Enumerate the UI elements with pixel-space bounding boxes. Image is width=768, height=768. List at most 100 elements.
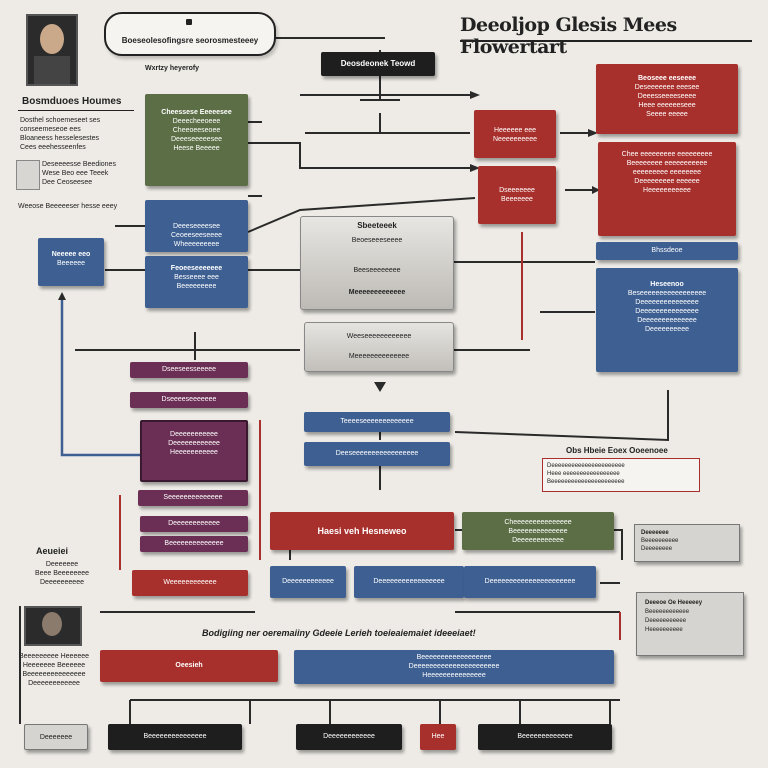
bottom-red-box[interactable]: Oeesieh (100, 650, 278, 682)
server-row: Beoeseeeseeee (351, 237, 403, 244)
top-pill-sub: Wxrtzy heyerofy (145, 65, 200, 72)
bottom-blue-box[interactable]: Beeeeeeeeeeeeeeeeee Deeeeeeeeeeeeeeeeeee… (294, 650, 614, 684)
right-card-line: Deeeeeeeeeee (645, 618, 687, 624)
pill-icon (186, 19, 192, 25)
green-box-line: Heese Beeeee (173, 145, 220, 152)
right-card-a[interactable]: Deeeeeee Beeeeeeeeee Deeeeeeee (634, 524, 740, 562)
red-big-line: Heee eeeeeeseee (638, 102, 696, 109)
red-big-line: Deeeeeeeee eeeeee (634, 178, 700, 185)
server-row: Meeeeeeeeeeeee (348, 289, 406, 296)
green-wide-line: Deeeeeeeeeeee (512, 537, 564, 544)
row-blue-box-1[interactable]: Deeeeeeeeeeee (270, 566, 346, 598)
top-dark-label[interactable]: Deosdeonek Teowd (321, 52, 435, 76)
left-bottom-line: Beee Beeeeeeee (34, 570, 90, 577)
footer-box-4[interactable]: Hee (420, 724, 456, 750)
left-mini-line: Deseeeesse Beediones (42, 161, 116, 168)
right-card-line: Deeeeeee (641, 530, 669, 536)
blue-big-box[interactable]: Heseenoo Beseeeeeeeeeeeeeeeee Deeeeeeeee… (596, 268, 738, 372)
blue-pair-1[interactable]: Teeeeseeeeeeeeeeeee (304, 412, 450, 432)
blue-process-box-b[interactable]: Feoeeseeeeeee Besseeee eee Beeeeeeeee (145, 256, 248, 308)
left-note-line: Dosthel schoemeseet ses (20, 117, 101, 124)
red-big-line: Heeeeeeeeeee (643, 187, 691, 194)
green-wide-box[interactable]: Cheeeeeeeeeeeeeee Beeeeeeeeeeeeee Deeeee… (462, 512, 614, 550)
page-title: Deeoljop Glesis Mees Flowertart (460, 14, 677, 58)
server2-row: Weeseeeeeeeeeeee (346, 333, 412, 340)
blue-box-line: Deeeseeeesee (172, 223, 221, 230)
green-process-box[interactable]: Cheessese Eeeeesee Deeecheeoeee Cheeoees… (145, 94, 248, 186)
server-unit-2[interactable]: Weeseeeeeeeeeeee Meeeeeeeeeeeeee (304, 322, 454, 372)
right-note-line: Heee eeeeeeeeeeeeeeeee (547, 471, 620, 477)
left-bottom-line: Deeeeeee (45, 561, 79, 568)
left-note-line: Cees eeehesseenfes (20, 144, 86, 151)
left-heading-underline (18, 110, 134, 111)
blue-big-line: Deeeeeeeeeeeeeee (635, 299, 699, 306)
red-box-top[interactable]: Heeeeee eee Neeeeeeeeee (474, 110, 556, 158)
purple-box-line: Deeeeeeeeeeee (168, 440, 220, 447)
server2-row: Meeeeeeeeeeeeee (348, 353, 410, 360)
server-label: Sbeeteeek (357, 221, 397, 230)
red-big-line: Beeeeeeee eeeeeeeeeee (626, 160, 708, 167)
right-card-b[interactable]: Deeeoe Oe Heeeeey Beeeeeeeeeeee Deeeeeee… (636, 592, 744, 656)
red-big-line: Deseeeeeee eeesee (634, 84, 700, 91)
blue-banner[interactable]: Bhssdeoe (596, 242, 738, 260)
top-pill[interactable]: Boeseolesofingsre seorosmesteeey (104, 12, 276, 56)
purple-bar-1[interactable]: Dseeseesseeeee (130, 362, 248, 378)
server-unit[interactable]: Sbeeteeek Beoeseeeseeee Beeseeeeeeee Mee… (300, 216, 454, 310)
blue-pair-2[interactable]: Deeseeeeeeeeeeeeeeeee (304, 442, 450, 466)
blue-small-box[interactable]: Neeeee eeo Beeeeee (38, 238, 104, 286)
blue-big-line: Deeeeeeeeeeeeeee (635, 308, 699, 315)
red-big-line: Chee eeeeeeeee eeeeeeeee (621, 151, 713, 158)
red-big-line: Deeesseeeeseeee (637, 93, 697, 100)
right-note-title: Obs Hbeie Eoex Ooeenoee (566, 446, 668, 455)
green-box-line: Cheessese Eeeeesee (161, 109, 232, 116)
left-notes: Dosthel schoemeseet ses conseemeseoe ees… (20, 116, 140, 152)
purple-box[interactable]: Deeeeeeeeeee Deeeeeeeeeeee Heeeeeeeeeee (140, 420, 248, 482)
left-mini-line: Wese Beo eee Teeek (42, 170, 109, 177)
red-box-line: Heeeeee eee (493, 127, 537, 134)
bottom-blue-line: Beeeeeeeeeeeeeeeeee (416, 654, 492, 661)
red-big-line: eeeeeeeee eeeeeeee (632, 169, 702, 176)
blue-process-box-a[interactable]: Deeeseeeesee Ceoeeseeseeee Wheeeeeeeee (145, 200, 248, 252)
blue-small-line: Beeeeee (56, 260, 86, 267)
right-card-line: Beeeeeeeeeeee (645, 609, 690, 615)
footer-box-3[interactable]: Deeeeeeeeeeee (296, 724, 402, 750)
green-box-line: Deeeseeeeesee (171, 136, 222, 143)
purple-bar-4[interactable]: Deeeeeeeeeeee (140, 516, 248, 532)
purple-bar-3[interactable]: Seeeeeeeeeeeeee (138, 490, 248, 506)
red-box-line: Dseeeeeee (499, 187, 535, 194)
bottom-subtitle: Bodigiing ner oeremaiiny Gdeeie Lerieh t… (202, 628, 476, 638)
pill-label: Boeseolesofingsre seorosmesteeey (121, 36, 259, 45)
purple-bar-2[interactable]: Dseeeeseeeeeee (130, 392, 248, 408)
right-note-box[interactable]: Deeeeeeeeeeeeeeeeeeeeee Heee eeeeeeeeeee… (542, 458, 700, 492)
red-big-line: Seeee eeeee (646, 111, 688, 118)
right-card-line: Deeeeeeee (641, 546, 673, 552)
purple-bar-5[interactable]: Beeeeeeeeeeeeee (140, 536, 248, 552)
portrait-photo (26, 14, 78, 86)
red-big-box-top[interactable]: Beoseee eeseeee Deseeeeeee eeesee Deeess… (596, 64, 738, 134)
title-underline (460, 40, 752, 42)
red-big-line: Beoseee eeseeee (638, 75, 696, 82)
red-big-box-mid[interactable]: Chee eeeeeeeee eeeeeeeee Beeeeeeee eeeee… (598, 142, 736, 236)
green-box-line: Cheeoeeseoee (172, 127, 221, 134)
footer-box-5[interactable]: Beeeeeeeeeeeee (478, 724, 612, 750)
left-bottom2-line: Beeeeeeeee Heeeeee (18, 653, 90, 660)
row-blue-box-3[interactable]: Deeeeeeeeeeeeeeeeeeeeee (464, 566, 596, 598)
small-face-shape (42, 612, 62, 636)
blue-box-line: Ceoeeseeseeee (171, 232, 222, 239)
red-box-mid[interactable]: Dseeeeeee Beeeeeee (478, 166, 556, 224)
right-note-line: Beeeeeeeeeeeeeeeeeeeeee (547, 479, 625, 485)
blue-big-line: Heseenoo (650, 281, 684, 288)
right-card-line: Heeeeeeeeee (645, 627, 683, 633)
face-shape (40, 24, 64, 54)
red-box-line: Beeeeeee (501, 196, 533, 203)
footer-box-2[interactable]: Beeeeeeeeeeeeeee (108, 724, 242, 750)
row-blue-box-2[interactable]: Deeeeeeeeeeeeeeeee (354, 566, 464, 598)
blue-box-line: Besseeee eee (174, 274, 219, 281)
right-note-line: Deeeeeeeeeeeeeeeeeeeeee (547, 463, 625, 469)
left-mini-notes: Deseeeesse Beediones Wese Beo eee Teeek … (42, 160, 138, 187)
row-red-box[interactable]: Weeeeeeeeeeee (132, 570, 248, 596)
purple-box-line: Deeeeeeeeeee (170, 431, 218, 438)
red-wide-box[interactable]: Haesi veh Hesneweo (270, 512, 454, 550)
blue-box-line: Beeeeeeeee (176, 283, 217, 290)
footer-box-1[interactable]: Deeeeeee (24, 724, 88, 750)
